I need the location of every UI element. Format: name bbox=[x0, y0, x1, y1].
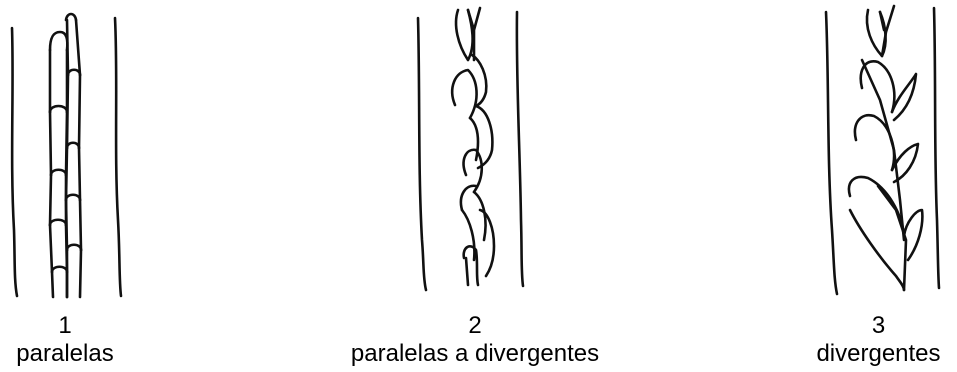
figure-2-right-boundary bbox=[517, 12, 523, 286]
figure-3-number: 3 bbox=[800, 312, 957, 340]
figure-1-number: 1 bbox=[0, 312, 130, 340]
figure-1-left-boundary bbox=[12, 28, 17, 296]
figure-1-label: paralelas bbox=[0, 340, 130, 368]
figure-2-caption: 2 paralelas a divergentes bbox=[330, 312, 620, 368]
figure-3-leaf-cells bbox=[849, 6, 922, 290]
figure-3-right-boundary bbox=[934, 8, 939, 288]
figure-3-divergent-pattern bbox=[826, 6, 939, 294]
figure-1-caption: 1 paralelas bbox=[0, 312, 130, 368]
figure-1-parallel-cells bbox=[50, 14, 81, 297]
figure-2-leaf-cells bbox=[452, 8, 494, 285]
figure-2-left-boundary bbox=[418, 18, 426, 290]
figure-2-number: 2 bbox=[330, 312, 620, 340]
figure-2-parallel-to-divergent-pattern bbox=[418, 8, 523, 290]
figure-1-parallel-pattern bbox=[12, 14, 121, 297]
figure-3-caption: 3 divergentes bbox=[800, 312, 957, 368]
figure-2-label: paralelas a divergentes bbox=[330, 340, 620, 368]
figure-3-left-boundary bbox=[826, 12, 837, 294]
figure-3-label: divergentes bbox=[800, 340, 957, 368]
figure-1-right-boundary bbox=[115, 18, 121, 296]
